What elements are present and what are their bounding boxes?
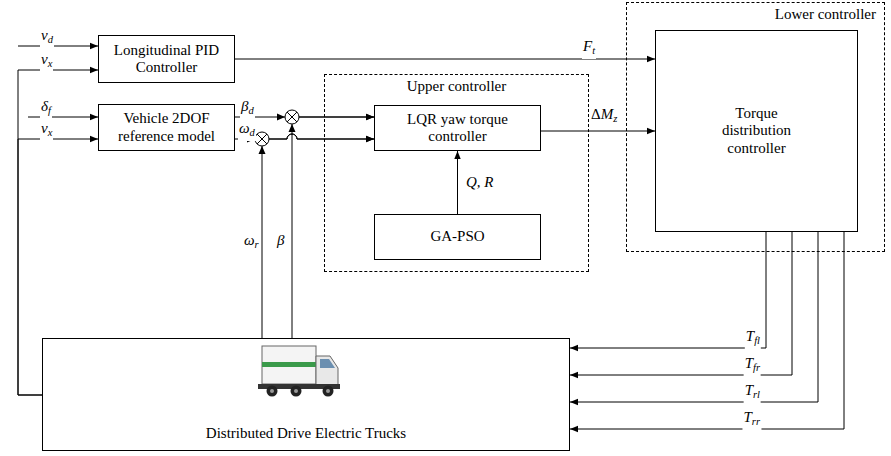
node-text: LQR yaw torque controller bbox=[381, 111, 534, 146]
signal-arrow bbox=[18, 70, 98, 395]
symbol-subscript: x bbox=[48, 127, 53, 138]
signal-name: β bbox=[276, 232, 285, 249]
symbol-subscript: fl bbox=[754, 335, 760, 346]
signal-arrow bbox=[570, 232, 844, 429]
process-box: GA-PSO bbox=[374, 214, 541, 260]
signal-name: δf bbox=[40, 98, 52, 119]
symbol-part: T bbox=[746, 328, 754, 344]
group-heading: Upper controller bbox=[407, 78, 507, 95]
symbol-subscript: d bbox=[48, 34, 53, 45]
signal-name: vx bbox=[40, 120, 53, 141]
symbol-subscript: rl bbox=[753, 389, 760, 400]
signal-arrow bbox=[292, 117, 374, 338]
symbol-part: M bbox=[601, 106, 614, 122]
symbol-part: T bbox=[745, 355, 753, 371]
node-text: Torque distribution controller bbox=[702, 105, 812, 157]
controller-group: Lower controllerTorque distribution cont… bbox=[626, 2, 885, 252]
signal-arrow bbox=[262, 134, 374, 338]
signal-arrow bbox=[457, 151, 458, 214]
signal-arrow bbox=[18, 139, 98, 395]
plant-box: Distributed Drive Electric Trucks bbox=[42, 338, 570, 451]
symbol-part: δ bbox=[41, 98, 48, 114]
symbol-part: β bbox=[241, 98, 248, 114]
truck-illustration bbox=[258, 346, 340, 397]
symbol-part: ω bbox=[244, 232, 255, 248]
symbol-part: v bbox=[41, 120, 48, 136]
symbol-part: Δ bbox=[591, 106, 601, 122]
symbol-part: v bbox=[41, 27, 48, 43]
group-heading: Lower controller bbox=[775, 6, 876, 23]
process-box: Vehicle 2DOF reference model bbox=[98, 104, 235, 151]
signal-name: ωd bbox=[238, 120, 256, 141]
symbol-part: F bbox=[583, 38, 592, 54]
node-text: Longitudinal PID Controller bbox=[105, 42, 228, 77]
signal-name: βd bbox=[240, 98, 255, 119]
controller-group: Upper controllerLQR yaw torque controlle… bbox=[324, 74, 589, 272]
symbol-subscript: d bbox=[250, 127, 255, 138]
symbol-part: T bbox=[745, 382, 753, 398]
signal-name: Trl bbox=[744, 382, 761, 403]
process-box: Longitudinal PID Controller bbox=[98, 35, 235, 83]
process-box: LQR yaw torque controller bbox=[374, 105, 541, 151]
signal-arrow bbox=[570, 232, 792, 375]
symbol-subscript: fr bbox=[753, 362, 760, 373]
node-text: GA-PSO bbox=[430, 228, 484, 245]
symbol-subscript: r bbox=[255, 239, 259, 250]
summing-junction bbox=[277, 110, 299, 132]
symbol-subscript: x bbox=[48, 58, 53, 69]
symbol-subscript: z bbox=[613, 113, 617, 124]
signal-name: Q, R bbox=[465, 174, 495, 191]
signal-name: ΔMz bbox=[590, 106, 618, 127]
symbol-part: ω bbox=[239, 120, 250, 136]
input-line bbox=[18, 46, 98, 47]
symbol-subscript: f bbox=[48, 105, 51, 116]
signal-name: vd bbox=[40, 27, 54, 48]
symbol-part: β bbox=[277, 232, 284, 248]
signal-arrow bbox=[541, 131, 655, 132]
signal-name: ωr bbox=[243, 232, 260, 253]
process-box: Torque distribution controller bbox=[655, 30, 858, 232]
symbol-subscript: t bbox=[592, 45, 595, 56]
signal-name: Trr bbox=[742, 409, 761, 430]
symbol-subscript: d bbox=[248, 105, 253, 116]
signal-name: vx bbox=[40, 51, 53, 72]
symbol-subscript: rr bbox=[752, 416, 760, 427]
symbol-part: Q, R bbox=[466, 174, 494, 190]
signal-name: Ft bbox=[582, 38, 596, 59]
node-text: Vehicle 2DOF reference model bbox=[105, 110, 228, 145]
symbol-part: v bbox=[41, 51, 48, 67]
signal-name: Tfr bbox=[744, 355, 761, 376]
symbol-part: T bbox=[743, 409, 751, 425]
input-line bbox=[28, 117, 98, 118]
signal-name: Tfl bbox=[745, 328, 761, 349]
signal-arrow bbox=[570, 232, 818, 402]
node-text: Distributed Drive Electric Trucks bbox=[206, 425, 406, 442]
signal-arrow bbox=[570, 232, 766, 348]
